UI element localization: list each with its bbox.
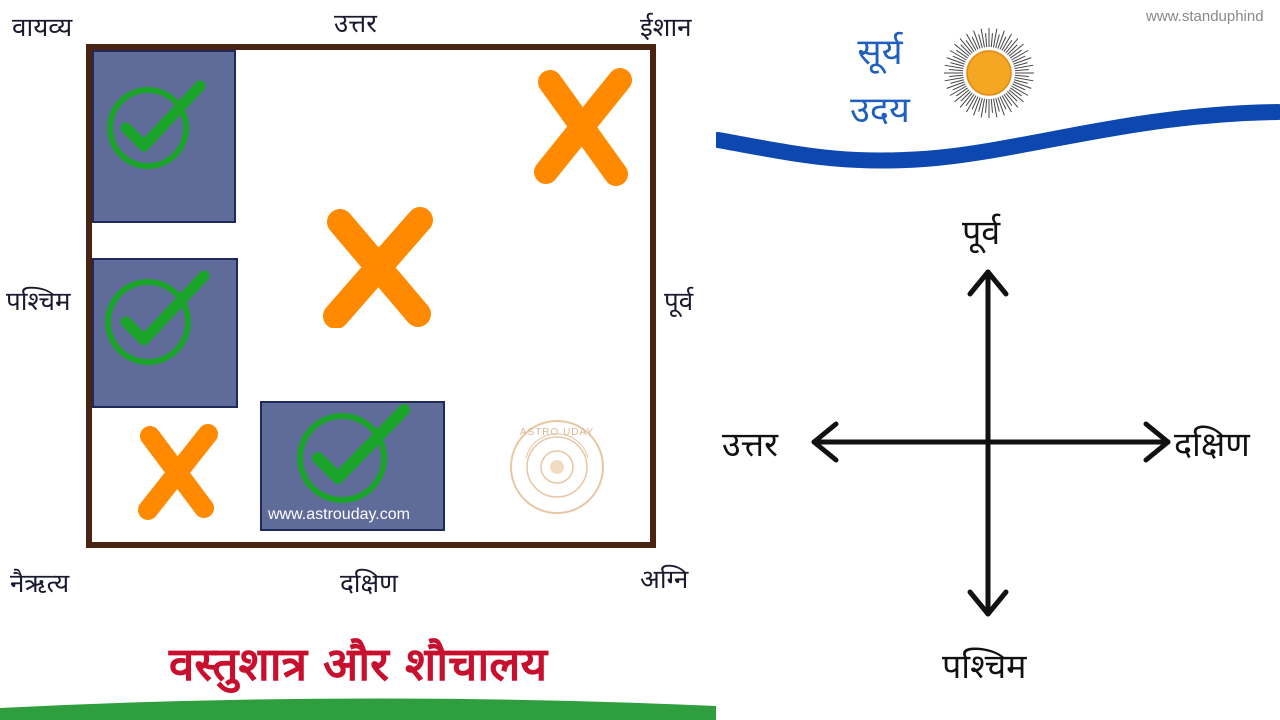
- direction-east-label: पूर्व: [664, 287, 694, 317]
- compass-left-label: उत्तर: [722, 425, 779, 465]
- compass-right-label: दक्षिण: [1174, 425, 1250, 465]
- direction-southwest-label: नैऋत्य: [10, 569, 70, 599]
- svg-text:ASTRO UDAY: ASTRO UDAY: [520, 427, 594, 438]
- sunrise-line2: उदय: [850, 90, 910, 131]
- page-title: वस्तुशात्र और शौचालय: [168, 637, 548, 691]
- direction-northeast-label: ईशान: [640, 13, 692, 43]
- zone-northwest-allowed: [92, 50, 236, 223]
- direction-northwest-label: वायव्य: [12, 13, 73, 43]
- astro-uday-seal-logo: ASTRO UDAY: [510, 420, 604, 514]
- compass-top-label: पूर्व: [962, 213, 1001, 253]
- cross-icon: [323, 207, 433, 328]
- horizon-wave: [716, 104, 1280, 169]
- sun-icon: [944, 28, 1034, 118]
- check-icon: [297, 404, 410, 503]
- site-url: www.standuphind: [1146, 8, 1264, 25]
- sunrise-line1: सूर्य: [857, 32, 903, 73]
- house-plan-outline: [86, 44, 656, 548]
- compass-arrows: [811, 269, 1171, 617]
- cross-icon: [534, 68, 632, 186]
- direction-south-label: दक्षिण: [340, 569, 398, 599]
- direction-southeast-label: अग्नि: [640, 565, 689, 595]
- check-icon: [105, 270, 210, 365]
- cross-icon: [138, 424, 218, 520]
- watermark-url: www.astrouday.com: [268, 506, 410, 523]
- direction-west-label: पश्चिम: [6, 287, 71, 317]
- ground-strip: [0, 698, 716, 720]
- compass-bottom-label: पश्चिम: [942, 647, 1027, 687]
- check-icon: [107, 80, 206, 169]
- direction-north-label: उत्तर: [334, 9, 377, 39]
